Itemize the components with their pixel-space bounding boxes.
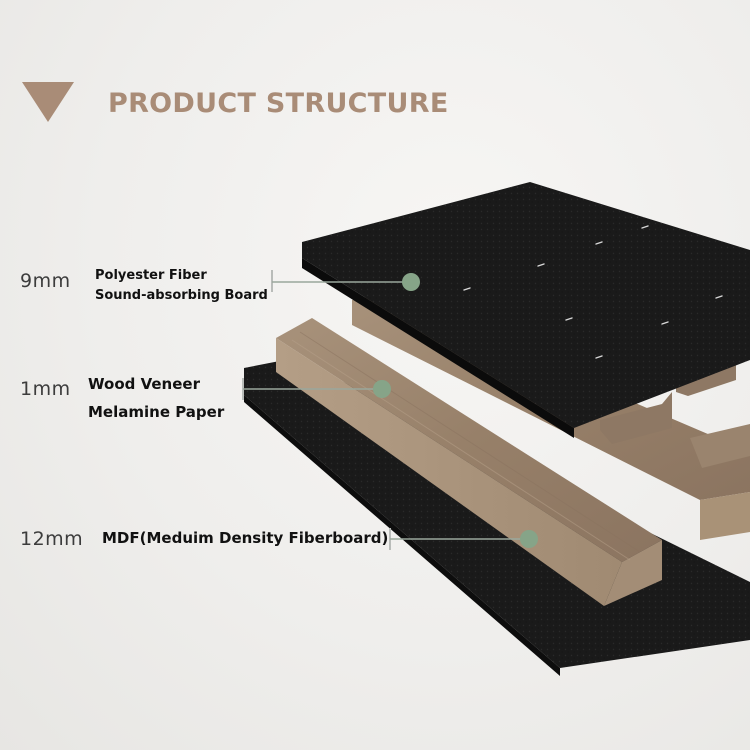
triangle-down-icon <box>22 82 74 122</box>
slat-end-1 <box>600 392 672 444</box>
base-board-edge <box>244 395 560 676</box>
front-slat-grain-2 <box>291 339 631 561</box>
page-title: PRODUCT STRUCTURE <box>108 88 449 119</box>
layer-label-veneer: Wood Veneer Melamine Paper <box>88 370 224 426</box>
layer-label-line: Polyester Fiber <box>95 268 207 283</box>
back-slat-end <box>700 492 750 540</box>
layer-label-line: Wood Veneer <box>88 375 200 393</box>
felt-board-top <box>302 182 750 428</box>
layer-thickness-12mm: 12mm <box>20 528 84 550</box>
layer-label-mdf: MDF(Meduim Density Fiberboard) <box>102 529 389 547</box>
callout-12mm <box>389 528 538 550</box>
felt-board-edge <box>302 258 574 438</box>
felt-stitches <box>463 225 723 359</box>
layer-label-line: Melamine Paper <box>88 403 225 421</box>
layer-thickness-1mm: 1mm <box>20 378 71 400</box>
slat-end-3 <box>690 424 750 468</box>
layer-thickness-9mm: 9mm <box>20 270 71 292</box>
layer-label-line: Sound-absorbing Board <box>95 288 268 303</box>
front-slat-grain-1 <box>299 331 641 553</box>
callout-9mm <box>271 270 420 292</box>
callout-1mm <box>242 378 391 400</box>
layer-label-polyester: Polyester Fiber Sound-absorbing Board <box>95 266 268 306</box>
front-slat-end <box>604 540 662 606</box>
